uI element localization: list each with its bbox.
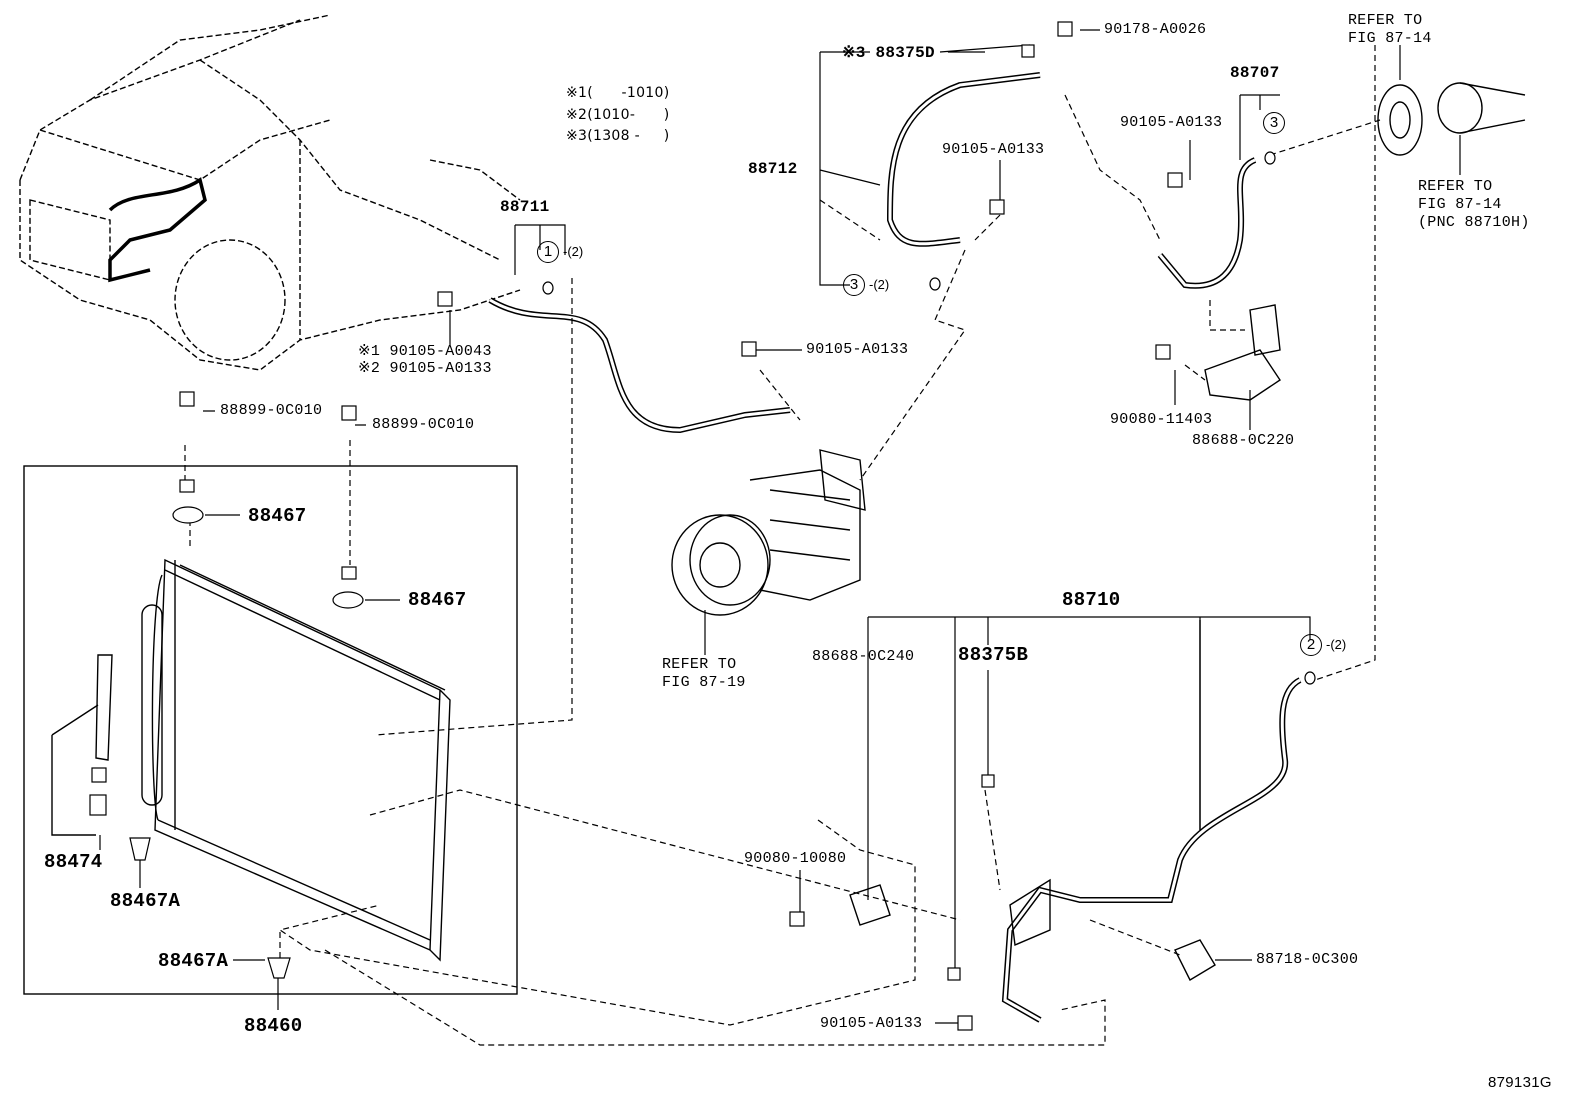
grommet-icon (172, 506, 204, 524)
refer-to-fig-87-14-top[interactable]: REFER TO FIG 87-14 (1348, 12, 1432, 47)
hose-88711-inner (489, 298, 791, 432)
part-88711[interactable]: 88711 (500, 198, 550, 216)
bolt-icon (437, 291, 453, 307)
part-88467A-a[interactable]: 88467A (110, 890, 181, 912)
callout-3-right: 3 (1263, 112, 1285, 134)
part-88712[interactable]: 88712 (748, 160, 798, 178)
bolt-icon (179, 391, 195, 407)
grommet-icon (91, 767, 107, 783)
bracket-88688-0C220 (1204, 304, 1281, 401)
cylinder-end (1437, 82, 1483, 134)
grommet-icon (179, 479, 195, 493)
grommet-icon (129, 837, 151, 861)
front-wheel (174, 239, 286, 361)
bolt-icon (1021, 44, 1035, 58)
grommet-icon (341, 566, 357, 580)
serial-note-1: ※1( -1010) (566, 85, 670, 101)
seal-strip (95, 654, 113, 761)
callout-3-qty: -(2) (869, 277, 890, 292)
callout-3-left: 3 (843, 274, 865, 296)
ac-lines-highlight (108, 177, 207, 283)
part-88467-a[interactable]: 88467 (248, 505, 307, 527)
bolt-icon (741, 341, 757, 357)
condenser-assy-box (23, 465, 518, 995)
vehicle-illustration (19, 14, 521, 371)
part-90178-A0026[interactable]: 90178-A0026 (1104, 21, 1207, 38)
flange-plate (1377, 84, 1423, 156)
grommet-icon (267, 957, 291, 979)
compressor (671, 449, 866, 616)
bolt-icon (989, 199, 1005, 215)
part-88899-0C010-a[interactable]: 88899-0C010 (220, 402, 323, 419)
grommet-icon (332, 591, 364, 609)
part-88718-0C300[interactable]: 88718-0C300 (1256, 951, 1359, 968)
callout-2-qty: -(2) (1326, 637, 1347, 652)
bolt-icon (341, 405, 357, 421)
bolt-icon (1167, 172, 1183, 188)
bolt-icon (1057, 21, 1073, 37)
condenser-core (151, 558, 451, 962)
clamp-88718 (1174, 939, 1216, 981)
part-88460[interactable]: 88460 (244, 1015, 303, 1037)
part-88467A-b[interactable]: 88467A (158, 950, 229, 972)
refer-to-fig-87-14-pnc[interactable]: REFER TO FIG 87-14 (PNC 88710H) (1418, 178, 1530, 231)
part-90080-11403[interactable]: 90080-11403 (1110, 411, 1213, 428)
o-ring-icon (1304, 671, 1316, 685)
refer-to-fig-87-19[interactable]: REFER TO FIG 87-19 (662, 656, 746, 691)
bolt-icon (957, 1015, 973, 1031)
callout-1: 1 (537, 241, 559, 263)
figure-id: 879131G (1488, 1074, 1552, 1091)
receiver-tank (141, 604, 163, 806)
part-90105-A0133-right[interactable]: 90105-A0133 (1120, 114, 1223, 131)
part-88375B[interactable]: 88375B (958, 644, 1029, 666)
o-ring-icon (1264, 151, 1276, 165)
part-88688-0C220[interactable]: 88688-0C220 (1192, 432, 1295, 449)
grommet-icon (89, 794, 107, 816)
callout-2: 2 (1300, 634, 1322, 656)
part-90080-10080[interactable]: 90080-10080 (744, 850, 847, 867)
bolt-icon (789, 911, 805, 927)
part-88710[interactable]: 88710 (1062, 589, 1121, 611)
part-90105-A0133-bottom[interactable]: 90105-A0133 (820, 1015, 923, 1032)
o-ring-icon (542, 281, 554, 295)
grommet-icon (981, 774, 995, 788)
hose-88712 (886, 72, 1041, 247)
bolt-icon (1155, 344, 1171, 360)
part-88467-b[interactable]: 88467 (408, 589, 467, 611)
part-88688-0C240[interactable]: 88688-0C240 (812, 648, 915, 665)
o-ring-icon (929, 277, 941, 291)
part-88375D[interactable]: ※3 88375D (842, 44, 935, 62)
part-90105-A0133-top[interactable]: 90105-A0133 (942, 141, 1045, 158)
part-90105-A0133-mid[interactable]: 90105-A0133 (806, 341, 909, 358)
serial-note-2: ※2(1010- ) (566, 107, 670, 123)
part-90105-A0043[interactable]: ※1 90105-A0043 (358, 343, 492, 360)
part-88899-0C010-b[interactable]: 88899-0C010 (372, 416, 475, 433)
callout-1-qty: -(2) (563, 244, 584, 259)
part-88707[interactable]: 88707 (1230, 64, 1280, 82)
part-88474[interactable]: 88474 (44, 851, 103, 873)
hose-88711 (488, 297, 791, 434)
bolt-icon (947, 967, 961, 981)
part-90105-A0133-alt[interactable]: ※2 90105-A0133 (358, 360, 492, 377)
serial-note-3: ※3(1308 - ) (566, 128, 670, 144)
tube-88710 (1001, 677, 1302, 1023)
